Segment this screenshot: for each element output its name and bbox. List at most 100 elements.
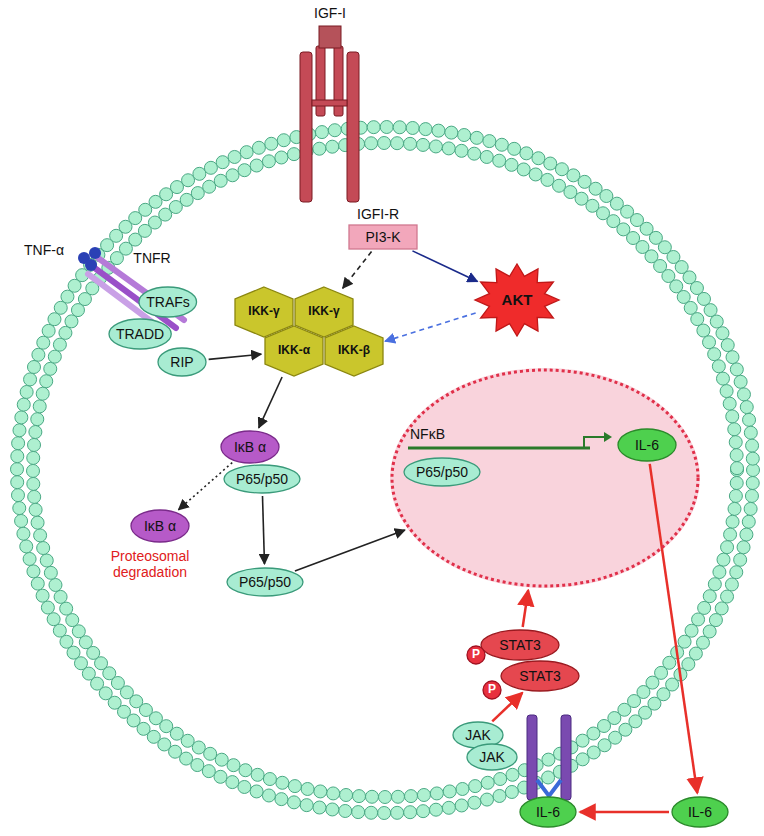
membrane-bead [276,776,289,789]
membrane-bead [744,426,757,439]
membrane-bead [710,315,723,328]
membrane-bead [493,789,506,802]
adaptor-protein: TRAFs [138,286,198,318]
membrane-bead [27,565,40,578]
membrane-bead [193,167,206,180]
membrane-bead [40,375,53,388]
phosphate-circle: P [482,680,502,700]
membrane-bead [703,590,716,603]
membrane-bead [708,348,721,361]
membrane-bead [27,451,40,464]
transcription-factor-outline [227,568,303,596]
membrane-bead [691,313,704,326]
membrane-bead [277,134,290,147]
ikk-subunit-outline [265,326,323,376]
membrane-bead [716,372,729,385]
membrane-bead [44,566,57,579]
node-text: AKT [502,291,533,308]
membrane-bead [468,147,481,160]
membrane-bead [432,124,445,137]
node-text: IKK-β [338,344,370,358]
node-text: JAK [479,749,505,765]
membrane-bead [480,150,493,163]
membrane-bead [712,360,725,373]
membrane-bead [36,589,49,602]
membrane-bead [391,790,404,803]
membrane-bead [353,790,366,803]
membrane-bead [456,782,469,795]
membrane-bead [228,150,241,163]
membrane-bead [470,131,483,144]
membrane-bead [725,578,738,591]
membrane-bead [313,142,326,155]
receptor-chain [561,715,571,800]
membrane-bead [11,476,24,489]
membrane-bead [455,144,468,157]
membrane-bead [48,313,61,326]
membrane-bead [744,502,757,515]
membrane-bead [250,785,263,798]
node-text: IKK-γ [248,305,279,319]
membrane-bead [378,806,391,819]
membrane-bead [313,801,326,814]
membrane-bead [204,161,217,174]
membrane-bead [380,121,393,134]
membrane-bead [352,806,365,819]
membrane-bead [28,438,41,451]
transcription-factor-outline [404,458,480,486]
membrane-bead [40,554,53,567]
node-text: P [472,648,480,662]
igf-receptor [300,26,359,202]
membrane-bead [262,155,275,168]
membrane-bead [555,163,568,176]
membrane-bead [740,528,753,541]
node-text: TRADD [116,326,164,342]
node-text: RIP [170,354,193,370]
membrane-bead [483,135,496,148]
cytokine: IL-6 [519,796,577,828]
membrane-bead [721,339,734,352]
membrane-bead [391,806,404,819]
membrane-bead [469,780,482,793]
signal-arrow [295,530,405,571]
membrane-bead [214,174,227,187]
membrane-bead [716,327,729,340]
node-text: JAK [465,727,491,743]
kinase-star-outline [475,264,559,336]
membrane-bead [182,174,195,187]
membrane-bead [442,801,455,814]
membrane-bead [378,137,391,150]
phosphate-circle-outline [467,646,485,664]
ikk-subunit: IKK-β [324,325,384,377]
membrane-bead [417,138,430,151]
membrane-bead [481,776,494,789]
membrane-bead [721,541,734,554]
membrane-bead [215,753,228,766]
membrane-bead [60,602,73,615]
membrane-bead [728,423,741,436]
membrane-bead [240,146,253,159]
membrane-bead [49,578,62,591]
receptor-chain [527,715,537,800]
signal-arrow [523,590,528,627]
membrane-bead [28,490,41,503]
membrane-bead [203,180,216,193]
membrane-bead [698,601,711,614]
membrane-bead [541,173,554,186]
node-text: IL-6 [536,804,560,820]
membrane-bead [542,753,555,766]
membrane-bead [365,806,378,819]
transcription-factor: P65/p50 [403,457,481,487]
membrane-bead [726,515,739,528]
membrane-bead [41,601,54,614]
membrane-bead [743,413,756,426]
ikk-subunit: IKK-α [264,325,324,377]
inhibitor-protein: IκB α [220,430,280,464]
membrane-bead [238,164,251,177]
membrane-bead [59,326,72,339]
membrane-bead [429,803,442,816]
membrane-bead [730,462,743,475]
membrane-bead [300,799,313,812]
signal-arrow [209,354,262,359]
